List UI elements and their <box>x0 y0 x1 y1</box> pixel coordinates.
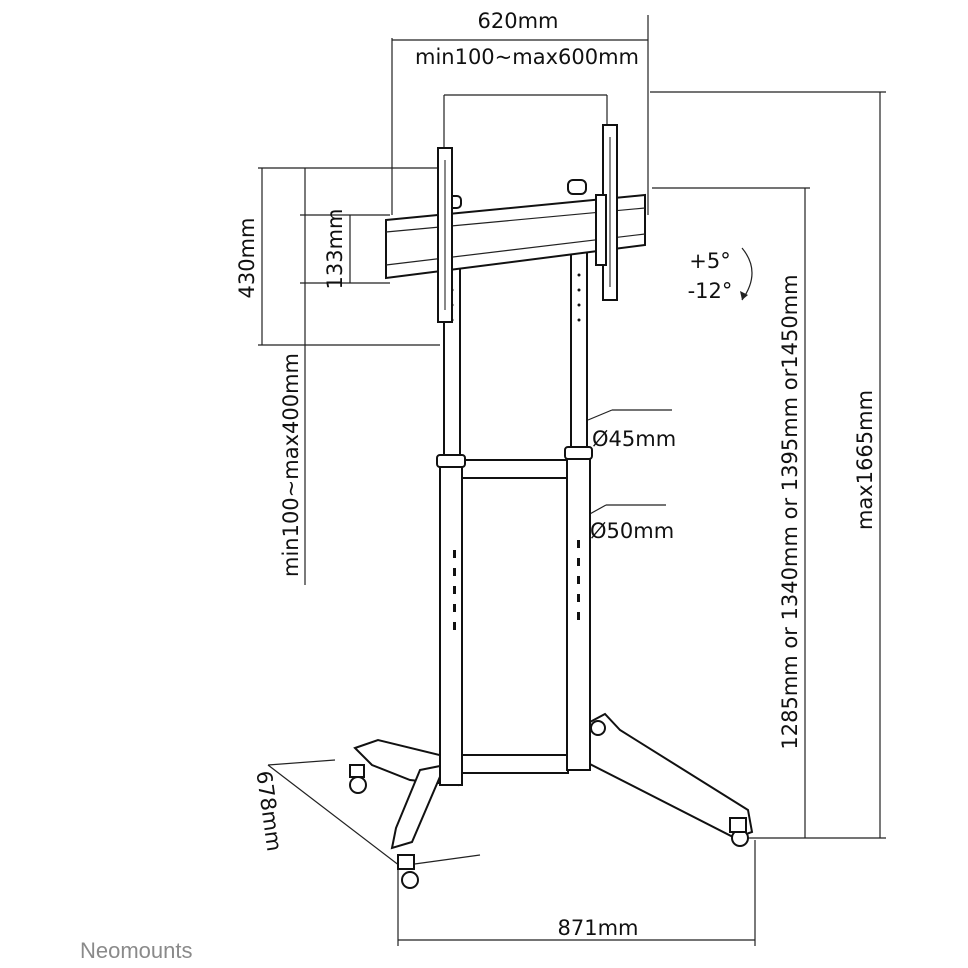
max-height-label: max1665mm <box>853 390 877 530</box>
lower-tube-diameter-label: Ø50mm <box>590 519 674 543</box>
stand <box>349 124 754 889</box>
mount-heights-label: 1285mm or 1340mm or 1395mm or1450mm <box>778 274 802 749</box>
bracket-height-label: 430mm <box>235 218 259 299</box>
upper-tube-diameter-label: Ø45mm <box>592 427 676 451</box>
tilt-up-label: +5° <box>689 249 730 273</box>
dimension-lines <box>258 15 886 946</box>
caster-wheels <box>349 720 749 889</box>
width-620-label: 620mm <box>478 9 559 33</box>
vesa-height-label: min100~max400mm <box>279 353 303 577</box>
base-width-label: 871mm <box>558 916 639 940</box>
vesa-width-label: min100~max600mm <box>415 45 639 69</box>
rail-height-label: 133mm <box>323 209 347 290</box>
tilt-down-label: -12° <box>688 279 733 303</box>
depth-label: 678mm <box>251 769 286 853</box>
neomounts-logo: Neomounts <box>80 938 193 963</box>
